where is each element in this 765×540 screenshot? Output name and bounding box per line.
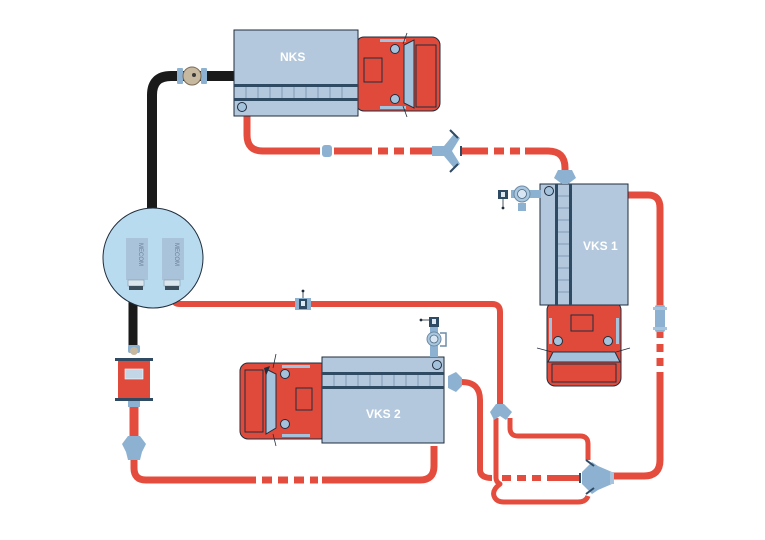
gauge-vks2[interactable] <box>419 317 447 357</box>
vehicle-vks1[interactable]: VKS 1 <box>536 183 631 387</box>
divider-left[interactable] <box>122 436 146 460</box>
tank-label-left: MECOM <box>137 243 143 266</box>
vks1-body <box>539 183 629 306</box>
vehicle-label-vks1: VKS 1 <box>583 239 618 253</box>
hose-bottom-return <box>130 458 256 484</box>
vehicle-nks[interactable]: NKS <box>233 29 441 118</box>
nks-body <box>233 29 359 117</box>
vks2-body <box>321 356 445 444</box>
suction-hose-nks <box>147 71 236 212</box>
flow-meter-display <box>124 368 144 380</box>
hose-divider-to-collector-bottom <box>491 418 591 505</box>
hose-divider-to-collector-top <box>507 418 591 460</box>
vks1-inlet-coupling[interactable] <box>554 170 576 184</box>
divider-top[interactable] <box>432 129 462 173</box>
vks2-ladder <box>333 375 431 386</box>
water-reservoir[interactable] <box>102 207 204 309</box>
water-source[interactable]: MECOM MECOM <box>102 207 204 309</box>
water-tank-left[interactable]: MECOM <box>126 238 148 290</box>
gauge-vks1[interactable] <box>498 185 541 211</box>
tank-label-right: MECOM <box>173 243 179 266</box>
inline-coupling-nks[interactable] <box>322 145 332 157</box>
hose-vks1-right <box>628 191 664 305</box>
hose-bottom-return-right <box>322 446 438 484</box>
nks-ladder <box>245 87 343 98</box>
vehicle-label-vks2: VKS 2 <box>366 407 401 421</box>
inline-coupling-right[interactable] <box>653 305 667 332</box>
vks2-outlet-coupling[interactable] <box>448 372 462 392</box>
hose-nks-to-divider <box>243 115 320 155</box>
inline-valve-mid[interactable] <box>295 289 311 310</box>
vehicle-label-nks: NKS <box>280 50 305 64</box>
hose-divider-to-vks1 <box>525 147 569 172</box>
divider-right[interactable] <box>490 404 512 420</box>
vks1-ladder <box>558 195 569 293</box>
water-tank-right[interactable]: MECOM <box>162 238 184 290</box>
hose-vks2-loop <box>461 379 493 481</box>
hose-vks1-right-lower <box>612 378 664 480</box>
flow-meter[interactable] <box>115 345 153 407</box>
vehicle-vks2[interactable]: VKS 2 <box>239 353 445 447</box>
suction-valve[interactable] <box>177 66 207 86</box>
collector-bottom[interactable] <box>579 459 614 495</box>
